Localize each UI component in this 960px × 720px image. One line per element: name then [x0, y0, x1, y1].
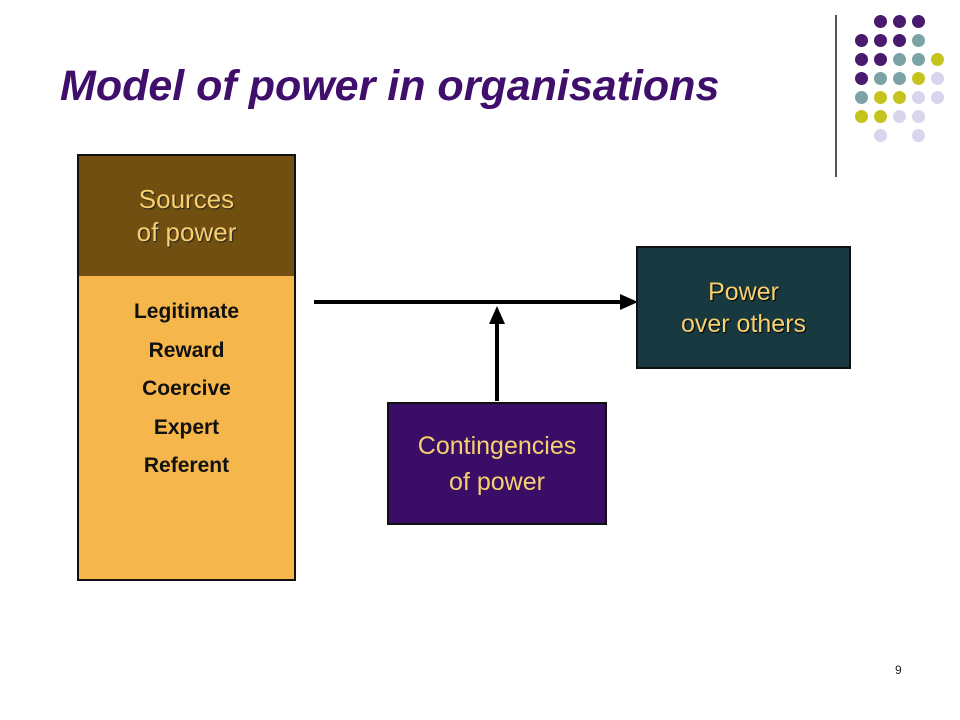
decorative-dot [931, 72, 944, 85]
source-item-expert: Expert [153, 415, 220, 439]
decorative-dot [855, 110, 868, 123]
decorative-dot [912, 72, 925, 85]
decorative-dot [855, 91, 868, 104]
slide-title: Model of power in organisations [60, 62, 720, 110]
decorative-dot [912, 129, 925, 142]
decorative-dot [931, 53, 944, 66]
decorative-dot [893, 110, 906, 123]
decorative-dot [874, 53, 887, 66]
contingencies-line1: Contingencies [417, 431, 577, 460]
sources-header-line1: Sources [138, 184, 235, 214]
power-line1: Power [708, 277, 779, 306]
source-item-reward: Reward [148, 338, 225, 362]
decorative-dot [855, 53, 868, 66]
power-over-others-box: Power over others [636, 246, 851, 369]
contingencies-line2: of power [449, 467, 545, 496]
decorative-dot [874, 15, 887, 28]
decorative-dot [874, 34, 887, 47]
decorative-dot [893, 15, 906, 28]
decorative-dot [893, 72, 906, 85]
sources-of-power-list-box: Legitimate Reward Coercive Expert Refere… [77, 276, 296, 581]
page-number: 9 [895, 663, 902, 677]
decorative-dot [931, 91, 944, 104]
decorative-dot [855, 72, 868, 85]
decorative-dot [893, 34, 906, 47]
decorative-dot [874, 91, 887, 104]
decorative-dot [912, 15, 925, 28]
decorative-dot [893, 91, 906, 104]
sources-list: Legitimate Reward Coercive Expert Refere… [79, 299, 294, 492]
decorative-dot [912, 53, 925, 66]
sources-of-power-header: Sources of power [77, 154, 296, 278]
decorative-dot [912, 91, 925, 104]
decorative-dot [893, 53, 906, 66]
decorative-dot [874, 129, 887, 142]
decorative-dot [874, 110, 887, 123]
decorative-dot [855, 34, 868, 47]
decorative-vertical-line [835, 15, 837, 177]
decorative-dot [874, 72, 887, 85]
power-line2: over others [680, 309, 807, 338]
decorative-dot [912, 110, 925, 123]
contingencies-of-power-box: Contingencies of power [387, 402, 607, 525]
source-item-legitimate: Legitimate [133, 300, 240, 323]
decorative-dot [912, 34, 925, 47]
source-item-referent: Referent [143, 454, 230, 477]
sources-header-line2: of power [136, 217, 237, 247]
arrowhead-right [620, 294, 638, 310]
source-item-coercive: Coercive [142, 377, 231, 400]
arrowhead-up [489, 306, 505, 324]
